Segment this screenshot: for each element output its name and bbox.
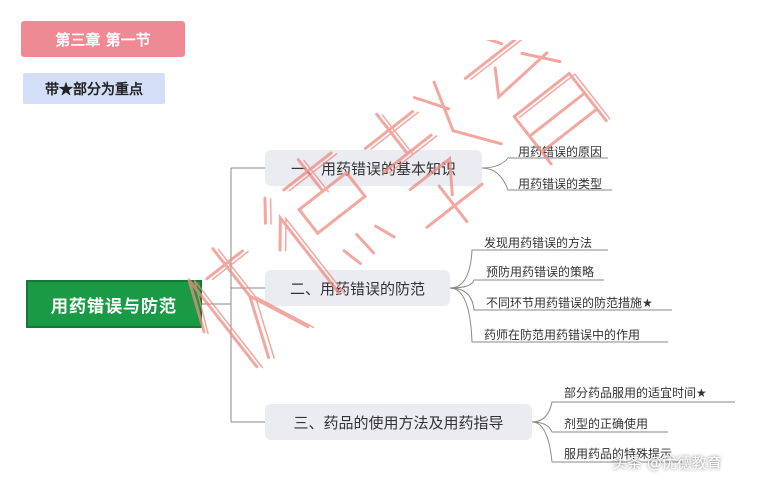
leaf-node: 不同环节用药错误的防范措施★ bbox=[486, 296, 653, 310]
leaf-node: 用药错误的类型 bbox=[518, 177, 603, 191]
leaf-node: 预防用药错误的策略 bbox=[486, 265, 595, 279]
branch-node-basic-knowledge: 一、用药错误的基本知识 bbox=[265, 150, 482, 186]
leaf-node: 用药错误的原因 bbox=[518, 145, 603, 159]
chapter-badge: 第三章 第一节 bbox=[21, 21, 185, 57]
branch-node-prevention: 二、用药错误的防范 bbox=[265, 270, 450, 306]
leaf-node: 部分药品服用的适宜时间★ bbox=[564, 386, 707, 400]
branch-node-usage-guidance: 三、药品的使用方法及用药指导 bbox=[265, 404, 532, 440]
platform-credit: 头条 @优德教育 bbox=[612, 454, 722, 472]
leaf-node: 剂型的正确使用 bbox=[564, 417, 649, 431]
leaf-node: 发现用药错误的方法 bbox=[484, 236, 593, 250]
leaf-node: 药师在防范用药错误中的作用 bbox=[484, 328, 641, 342]
key-note-badge: 带★部分为重点 bbox=[23, 73, 165, 104]
mindmap-root-node: 用药错误与防范 bbox=[26, 280, 202, 328]
leaf-node: 服用药品的特殊提示 bbox=[564, 447, 673, 461]
